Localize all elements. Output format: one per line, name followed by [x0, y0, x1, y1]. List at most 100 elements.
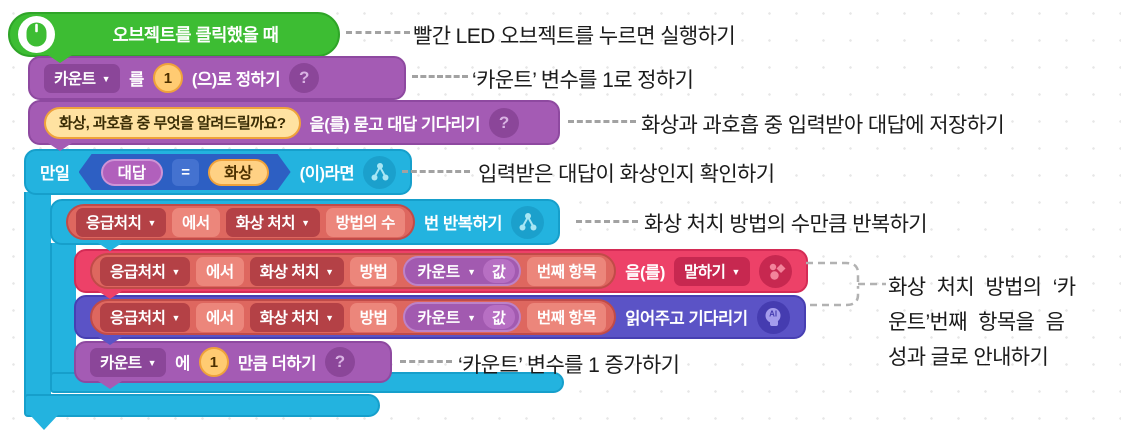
particle-label: 를	[129, 71, 144, 89]
dropdown-icon: ▼	[731, 266, 741, 277]
annotation-ask: 화상과 과호흡 중 입력받아 대답에 저장하기	[641, 114, 1005, 137]
dropdown-icon: ▼	[325, 312, 334, 323]
equals-operator[interactable]: =	[172, 159, 199, 186]
count-label: 방법의 수	[325, 207, 405, 237]
ask-label: 을(를) 묻고 대답 기다리기	[309, 115, 481, 134]
dropdown-icon: ▼	[147, 357, 157, 368]
value-input[interactable]: 1	[152, 63, 183, 93]
list-dropdown[interactable]: 응급처치 ▼	[100, 256, 190, 286]
item-label: 번째 항목	[526, 256, 607, 286]
say-item-block[interactable]: 응급처치 ▼ 에서 화상 처치 ▼ 방법 카운트 ▼ 값 번째 항목 을(를) …	[74, 249, 809, 293]
particle-label: 에	[175, 355, 190, 373]
object-particle-label: 을(를)	[625, 264, 665, 282]
variable-name: 카운트	[100, 355, 142, 372]
in-label: 에서	[195, 302, 244, 332]
connector-tab	[98, 337, 122, 345]
group-dropdown[interactable]: 화상 처치 ▼	[249, 302, 344, 332]
value-label: 값	[483, 259, 515, 283]
variable-dropdown[interactable]: 카운트 ▼	[44, 63, 121, 93]
annotation-connector	[412, 75, 468, 78]
connector-tab	[98, 243, 122, 251]
dropdown-icon: ▼	[101, 73, 111, 84]
ask-help-icon[interactable]: ?	[489, 107, 520, 138]
dropdown-icon: ▼	[301, 217, 310, 228]
annotation-connector	[576, 220, 638, 223]
annotation-repeat: 화상 처치 방법의 수만큼 반복하기	[644, 213, 928, 236]
say-dropdown[interactable]: 말하기 ▼	[673, 256, 751, 286]
group-name: 화상 처치	[235, 215, 296, 232]
answer-value[interactable]: 대답	[101, 159, 164, 186]
group-name: 화상 처치	[259, 264, 320, 281]
group-dropdown[interactable]: 화상 처치 ▼	[249, 256, 344, 286]
variable-value[interactable]: 카운트 ▼ 값	[403, 302, 521, 332]
annotation-add-var: ‘카운트’ 변수를 1 증가하기	[458, 354, 680, 377]
method-label: 방법	[349, 302, 398, 332]
repeat-block-header[interactable]: 응급처치 ▼ 에서 화상 처치 ▼ 방법의 수 번 반복하기	[50, 199, 561, 245]
value-label: 값	[483, 305, 515, 329]
variable-help-icon[interactable]: ?	[289, 63, 320, 93]
dropdown-icon: ▼	[171, 266, 180, 277]
ask-and-wait-block[interactable]: 화상, 과호흡 중 무엇을 알려드릴까요? 을(를) 묻고 대답 기다리기 ?	[28, 100, 560, 145]
list-name: 응급처치	[110, 264, 166, 281]
dropdown-icon: ▼	[147, 217, 156, 228]
annotation-set-var: ‘카운트’ 변수를 1로 정하기	[472, 69, 694, 92]
ai-label: AI	[769, 309, 778, 319]
value-input[interactable]: 1	[198, 347, 229, 377]
read-aloud-block[interactable]: 응급처치 ▼ 에서 화상 처치 ▼ 방법 카운트 ▼ 값 번째 항목 읽어주고 …	[74, 295, 806, 339]
dropdown-icon: ▼	[171, 312, 180, 323]
list-item-value[interactable]: 응급처치 ▼ 에서 화상 처치 ▼ 방법 카운트 ▼ 값 번째 항목	[90, 253, 617, 289]
variable-help-icon[interactable]: ?	[324, 347, 355, 377]
if-block-bottom-bar[interactable]	[24, 394, 380, 417]
repeat-block-left-arm[interactable]	[50, 243, 76, 375]
ai-speech-icon: AI	[756, 300, 790, 334]
looks-category-icon	[759, 254, 793, 288]
if-label: 만일	[40, 165, 70, 183]
add-label: 만큼 더하기	[237, 355, 316, 373]
group-name: 화상 처치	[259, 310, 320, 327]
say-action: 말하기	[683, 264, 726, 281]
if-block-left-arm[interactable]	[24, 192, 51, 400]
variable-dropdown[interactable]: 카운트 ▼	[90, 347, 167, 377]
question-input[interactable]: 화상, 과호흡 중 무엇을 알려드릴까요?	[44, 106, 301, 139]
annotation-say-read-line3: 성과 글로 안내하기	[888, 346, 1049, 369]
annotation-say-read-line2: 운트’번째 항목을 음	[888, 311, 1065, 334]
condition-slot[interactable]: 대답 = 화상	[79, 154, 291, 190]
dropdown-icon: ▼	[467, 266, 477, 277]
if-block-header[interactable]: 만일 대답 = 화상 (이)라면	[24, 149, 413, 195]
list-dropdown[interactable]: 응급처치 ▼	[100, 302, 190, 332]
list-name: 응급처치	[110, 310, 166, 327]
question-glyph: ?	[498, 112, 510, 132]
variable-name: 카운트	[417, 264, 461, 281]
annotation-connector	[346, 31, 410, 34]
in-label: 에서	[171, 207, 220, 237]
annotation-hat: 빨간 LED 오브젝트를 누르면 실행하기	[413, 25, 736, 48]
compare-value[interactable]: 화상	[208, 159, 269, 186]
variable-value[interactable]: 카운트 ▼ 값	[403, 256, 521, 286]
set-variable-block[interactable]: 카운트 ▼ 를 1 (으)로 정하기 ?	[28, 56, 406, 100]
dropdown-icon: ▼	[325, 266, 334, 277]
list-item-value[interactable]: 응급처치 ▼ 에서 화상 처치 ▼ 방법 카운트 ▼ 값 번째 항목	[90, 299, 617, 335]
in-label: 에서	[195, 256, 244, 286]
method-label: 방법	[349, 256, 398, 286]
group-dropdown[interactable]: 화상 처치 ▼	[225, 207, 320, 237]
mouse-icon	[18, 16, 55, 53]
list-name: 응급처치	[86, 215, 142, 232]
item-label: 번째 항목	[526, 302, 607, 332]
flow-branch-icon	[363, 155, 397, 189]
add-variable-block[interactable]: 카운트 ▼ 에 1 만큼 더하기 ?	[74, 341, 392, 383]
dropdown-icon: ▼	[467, 312, 477, 323]
list-count-value[interactable]: 응급처치 ▼ 에서 화상 처치 ▼ 방법의 수	[66, 204, 415, 240]
set-label: (으)로 정하기	[191, 71, 281, 89]
connector-tab	[98, 291, 122, 299]
list-dropdown[interactable]: 응급처치 ▼	[76, 207, 166, 237]
connector-tab	[98, 381, 122, 389]
then-label: (이)라면	[299, 165, 355, 183]
annotation-connector	[402, 170, 470, 173]
question-glyph: ?	[334, 352, 346, 371]
read-label: 읽어주고 기다리기	[625, 310, 748, 328]
hat-label: 오브젝트를 클릭했을 때	[112, 25, 279, 45]
connector-tab	[48, 55, 72, 63]
variable-name: 카운트	[54, 71, 96, 88]
when-object-clicked-block[interactable]: 오브젝트를 클릭했을 때	[8, 12, 340, 57]
